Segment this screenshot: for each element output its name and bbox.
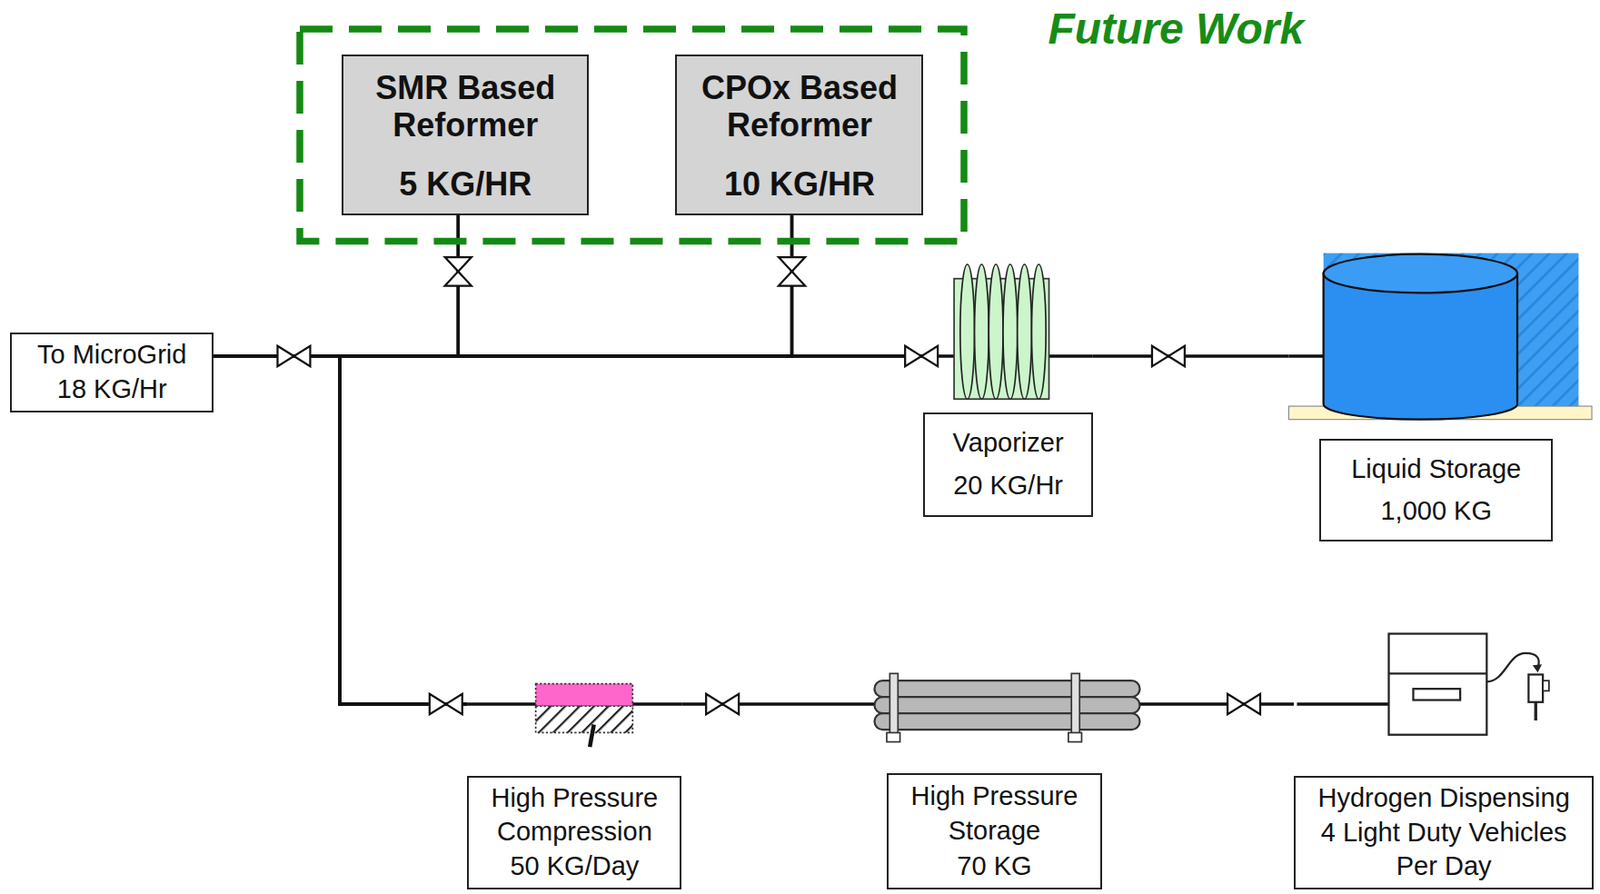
pipe-stub xyxy=(1288,354,1324,358)
valve-symbol xyxy=(904,346,938,367)
liquid-tank xyxy=(1288,253,1592,420)
label-box: High Pressure Compression50 KG/Day xyxy=(467,775,682,891)
tank-top xyxy=(1323,254,1518,294)
node-detail: 50 KG/Day xyxy=(474,849,675,885)
node-title: SMR Based Reformer xyxy=(350,69,580,145)
node-title: To MicroGrid xyxy=(17,337,207,373)
source-box: To MicroGrid18 KG/Hr xyxy=(9,332,214,412)
valve-symbol xyxy=(445,257,472,286)
reformer-box: SMR Based Reformer 5 KG/HR xyxy=(341,54,589,216)
node-detail: 18 KG/Hr xyxy=(17,372,207,408)
node-title: Future Work xyxy=(1047,3,1304,54)
coil-loop xyxy=(1003,264,1018,399)
storage-unit: High Pressure Storage70 KG xyxy=(874,673,1140,890)
dispenser-nozzle xyxy=(1528,674,1543,702)
vaporizer-unit: Vaporizer 20 KG/Hr xyxy=(923,263,1093,518)
node-title: CPOx Based Reformer xyxy=(684,69,915,145)
label-box: Liquid Storage 1,000 KG xyxy=(1319,438,1553,542)
node-detail: 5 KG/HR xyxy=(350,165,580,203)
tube-foot xyxy=(1068,732,1083,742)
node-title: High Pressure Compression xyxy=(474,781,675,850)
vaporizer-coil xyxy=(954,264,1049,399)
pipe-stub xyxy=(467,356,1390,705)
heading-holder: Future Work xyxy=(1047,3,1304,54)
nozzle-trigger xyxy=(1542,680,1550,691)
label-box: Vaporizer 20 KG/Hr xyxy=(923,412,1093,518)
reformer-box: CPOx Based Reformer 10 KG/HR xyxy=(675,54,924,216)
pipe-line xyxy=(1093,354,1290,358)
dispenser xyxy=(1389,634,1550,736)
valve-set xyxy=(277,257,1261,715)
pipe-line xyxy=(339,215,793,705)
node-detail: 4 Light Duty Vehicles Per Day xyxy=(1301,815,1587,885)
pipe-stub xyxy=(467,702,537,706)
valve-symbol xyxy=(277,346,310,367)
pressure-tube xyxy=(874,713,1140,730)
tube-strap xyxy=(889,673,898,735)
liquid-storage-unit: Liquid Storage 1,000 KG xyxy=(1288,253,1592,543)
node-title: High Pressure Storage xyxy=(894,779,1095,848)
pipe-stub xyxy=(1047,354,1093,358)
pipe-line xyxy=(339,215,468,705)
coil-loop xyxy=(988,264,1004,399)
dispenser-display xyxy=(1412,688,1461,700)
dispenser-cabinet xyxy=(1389,634,1488,736)
coil-loop xyxy=(1017,264,1033,399)
pressure-tube xyxy=(874,696,1140,714)
label-box: Hydrogen Dispensing4 Light Duty Vehicles… xyxy=(1293,775,1594,891)
pipe-line xyxy=(1139,702,1294,706)
compressor-base xyxy=(536,705,634,733)
valve-symbol xyxy=(778,257,805,286)
future-work-region: Future WorkSMR Based Reformer5 KG/HRCPOx… xyxy=(296,25,968,245)
pipe-stub xyxy=(1296,702,1390,706)
pipe-line xyxy=(213,215,458,357)
valve-symbol xyxy=(1152,346,1185,367)
dispenser-divider xyxy=(1389,672,1488,675)
coil-loop xyxy=(1031,264,1046,399)
node-detail: 70 KG xyxy=(894,849,1095,885)
compressor-body xyxy=(536,684,634,707)
tube-strap xyxy=(1071,673,1080,735)
node-detail: 1,000 KG xyxy=(1326,494,1546,529)
valve-symbol xyxy=(1227,694,1261,715)
dispensing-unit: Hydrogen Dispensing4 Light Duty Vehicles… xyxy=(1293,632,1594,890)
coil-loop xyxy=(960,264,975,399)
node-detail: 10 KG/HR xyxy=(684,165,915,203)
tank-body xyxy=(1323,273,1518,420)
compressor-unit: High Pressure Compression50 KG/Day xyxy=(467,678,682,891)
pipe-stub xyxy=(631,702,682,706)
pipe-line xyxy=(339,356,924,705)
valve-symbol xyxy=(705,694,739,715)
valve-symbol xyxy=(429,694,463,715)
tube-foot xyxy=(886,732,901,742)
label-box: High Pressure Storage70 KG xyxy=(886,773,1103,890)
node-detail: 20 KG/Hr xyxy=(930,468,1085,504)
hose-tip xyxy=(1532,664,1542,673)
node-title: Liquid Storage xyxy=(1326,452,1546,487)
coil-loop xyxy=(974,264,990,399)
compressor-leg xyxy=(589,724,594,747)
node-title: Vaporizer xyxy=(930,426,1085,461)
nozzle-spout xyxy=(1534,702,1538,721)
node-title: Hydrogen Dispensing xyxy=(1301,781,1587,816)
dashed-outline xyxy=(299,29,964,241)
tube-bank xyxy=(874,673,1140,742)
compressor xyxy=(536,684,634,748)
pressure-tube xyxy=(874,680,1140,697)
